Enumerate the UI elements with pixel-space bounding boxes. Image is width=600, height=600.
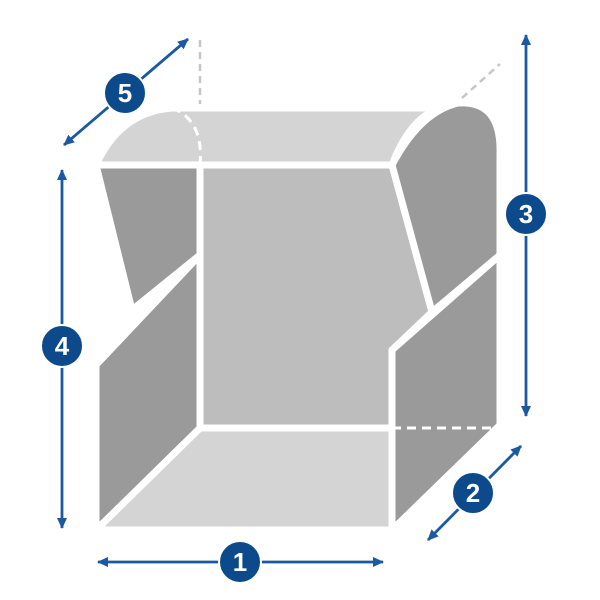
dimension-label-4: 4 [55, 331, 70, 361]
right-lid-side [388, 99, 504, 316]
left-front-wall [92, 251, 204, 534]
dimension-badge-2: 2 [451, 471, 495, 515]
dimension-badge-5: 5 [103, 71, 147, 115]
dimension-badge-4: 4 [40, 324, 84, 368]
dimension-badge-1: 1 [218, 540, 262, 584]
guide-top-right [461, 63, 501, 99]
top-lid [92, 104, 444, 169]
extension-guides [198, 40, 501, 104]
dimension-badge-3: 3 [504, 192, 548, 236]
dimension-label-3: 3 [519, 199, 533, 229]
dimension-label-2: 2 [466, 478, 480, 508]
dimension-label-5: 5 [118, 78, 132, 108]
right-front-wall [388, 251, 504, 534]
open-box-illustration [92, 99, 504, 534]
dimension-label-1: 1 [233, 547, 247, 577]
